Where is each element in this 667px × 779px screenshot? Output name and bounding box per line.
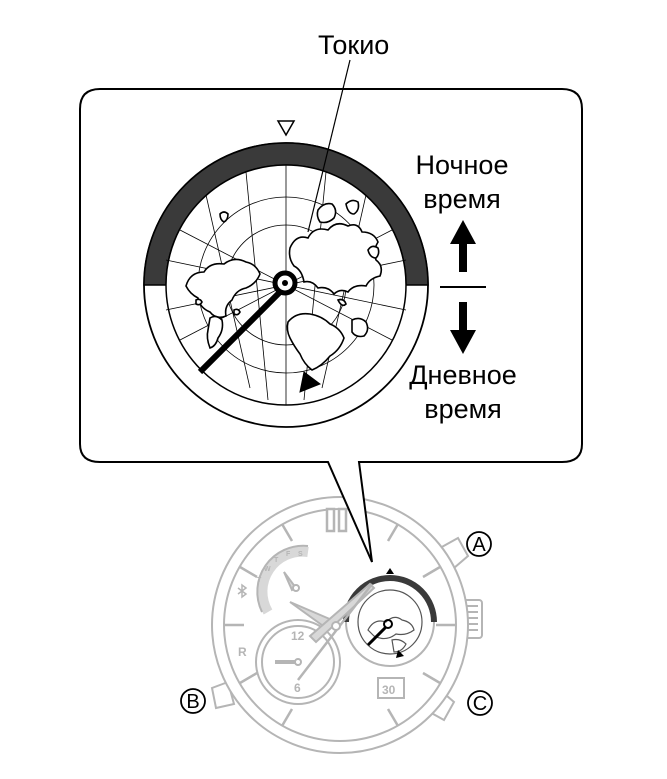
hour-indices — [224, 507, 456, 727]
continent-eurasia — [288, 222, 383, 296]
world-time-hand — [197, 289, 283, 375]
world-time-dial — [143, 120, 429, 428]
tokyo-leader-line — [307, 59, 351, 233]
continents — [185, 199, 383, 371]
weekday-arc — [257, 546, 309, 615]
weekday-s: S — [298, 551, 303, 558]
tokyo-label: Токио — [318, 30, 389, 60]
weekday-t: T — [274, 557, 279, 564]
second-hand — [297, 583, 373, 681]
continent-australia — [351, 317, 369, 338]
continent-africa — [286, 312, 345, 371]
date-value: 30 — [382, 683, 396, 697]
date-window — [377, 677, 405, 699]
day-label-line2: время — [424, 394, 502, 424]
button-a-marker: A — [466, 531, 492, 557]
bluetooth-icon — [237, 583, 248, 599]
night-label-line2: время — [423, 184, 501, 214]
night-arrow-icon — [450, 220, 476, 272]
minute-hand — [308, 582, 376, 644]
continent-arctic-isle — [345, 199, 360, 215]
weekday-f: F — [286, 551, 291, 558]
watch — [210, 496, 483, 754]
weekday-w: W — [264, 566, 271, 573]
button-a-label: A — [472, 534, 486, 556]
r-marker: R — [238, 645, 247, 659]
continent-east-asia-isle — [367, 245, 380, 259]
continent-north-america — [185, 258, 261, 319]
button-c-label: C — [473, 693, 487, 715]
day-arrow-icon — [450, 302, 476, 354]
button-b-label: B — [186, 691, 199, 713]
continent-greenland — [316, 202, 337, 224]
day-marker-triangle — [299, 371, 322, 393]
continent-south-america — [206, 315, 224, 349]
day-label-line1: Дневное — [409, 360, 517, 390]
night-label-line1: Ночное — [416, 150, 509, 180]
button-b-marker: B — [180, 688, 206, 714]
continent-islands — [219, 211, 229, 223]
weekday-t2: T — [257, 577, 262, 584]
subdial-number-6: 6 — [294, 681, 301, 695]
night-marker-triangle — [276, 120, 296, 137]
button-c-marker: C — [467, 690, 493, 716]
subdial-number-12: 12 — [291, 629, 305, 643]
